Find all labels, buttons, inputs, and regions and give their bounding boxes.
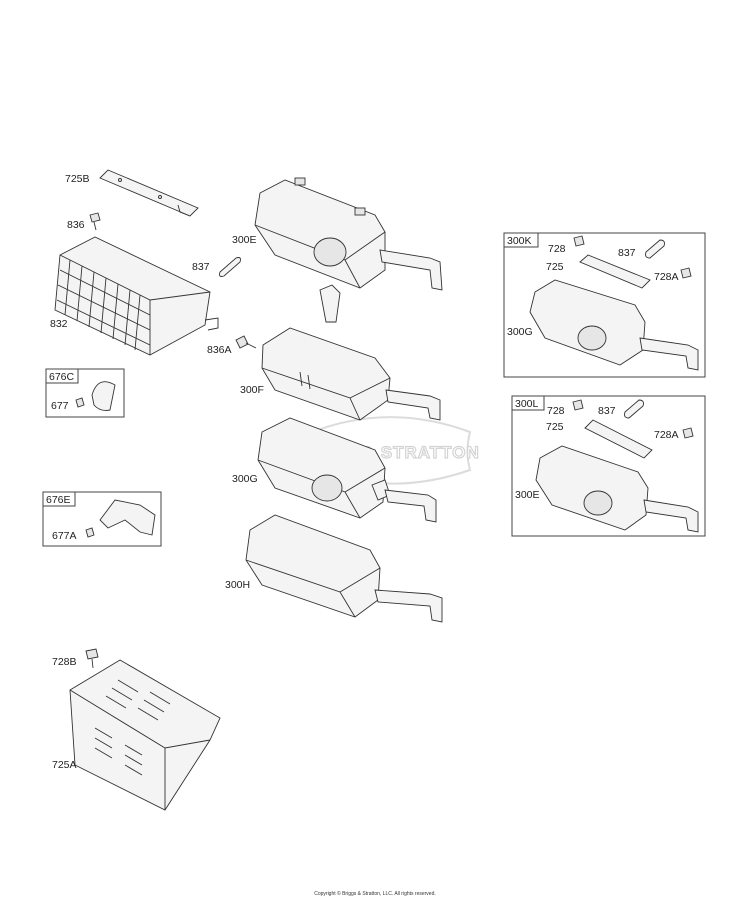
bracket-725 [584,419,653,459]
muffler-300e[interactable] [254,177,443,291]
label-837: 837 [618,247,636,259]
kit-676e[interactable]: 676E 677A [42,491,162,547]
label-677a: 677A [52,530,77,542]
guard-cage-832[interactable] [54,236,219,356]
bolt-728 [572,399,584,411]
label-725: 725 [546,261,564,273]
clip-837 [645,239,665,259]
label-837: 837 [192,261,210,273]
label-832: 832 [50,318,68,330]
label-300g-kit: 300G [507,326,533,338]
heat-shield-725a[interactable] [69,659,221,811]
label-300f: 300F [240,384,264,396]
bolt-836a[interactable] [235,335,257,349]
label-836: 836 [67,219,85,231]
label-300h: 300H [225,579,250,591]
screw-728a [682,427,694,439]
muffler-300e-kit [535,445,649,531]
deflector-676e [99,499,156,536]
bolt-728 [573,235,585,247]
kit-676c-title: 676C [49,371,75,383]
bracket-725b[interactable] [99,169,199,217]
clip-837 [624,399,644,419]
bracket-725 [579,254,651,289]
kit-300k-title: 300K [507,235,532,247]
label-677: 677 [51,400,69,412]
label-728a: 728A [654,429,679,441]
copyright-notice: Copyright © Briggs & Stratton, LLC. All … [314,891,436,897]
kit-676e-title: 676E [46,494,71,506]
label-728: 728 [548,243,566,255]
kit-300k[interactable]: 300K 728 837 725 728A 300G [503,232,706,378]
label-728: 728 [547,405,565,417]
muffler-300g-kit [529,279,646,366]
label-837: 837 [598,405,616,417]
label-728a: 728A [654,271,679,283]
label-725: 725 [546,421,564,433]
label-300e-kit: 300E [515,489,540,501]
bolt-836[interactable] [89,212,101,231]
screw-677a [85,527,95,538]
label-725b: 725B [65,173,90,185]
kit-300l[interactable]: 300L 728 837 725 728A 300E [511,395,706,537]
deflector-676c [91,381,116,411]
muffler-300h[interactable] [245,514,443,623]
kit-676c[interactable]: 676C 677 [45,368,125,418]
kit-300l-title: 300L [515,398,539,410]
label-300g: 300G [232,473,258,485]
label-725a: 725A [52,759,77,771]
screw-677 [75,397,85,408]
label-300e: 300E [232,234,257,246]
screw-728a [680,267,692,279]
bolt-728b[interactable] [85,648,99,669]
label-836a: 836A [207,344,232,356]
muffler-300g[interactable] [257,417,437,523]
clip-837[interactable] [219,257,241,277]
label-728b: 728B [52,656,77,668]
muffler-300f[interactable] [261,284,441,421]
